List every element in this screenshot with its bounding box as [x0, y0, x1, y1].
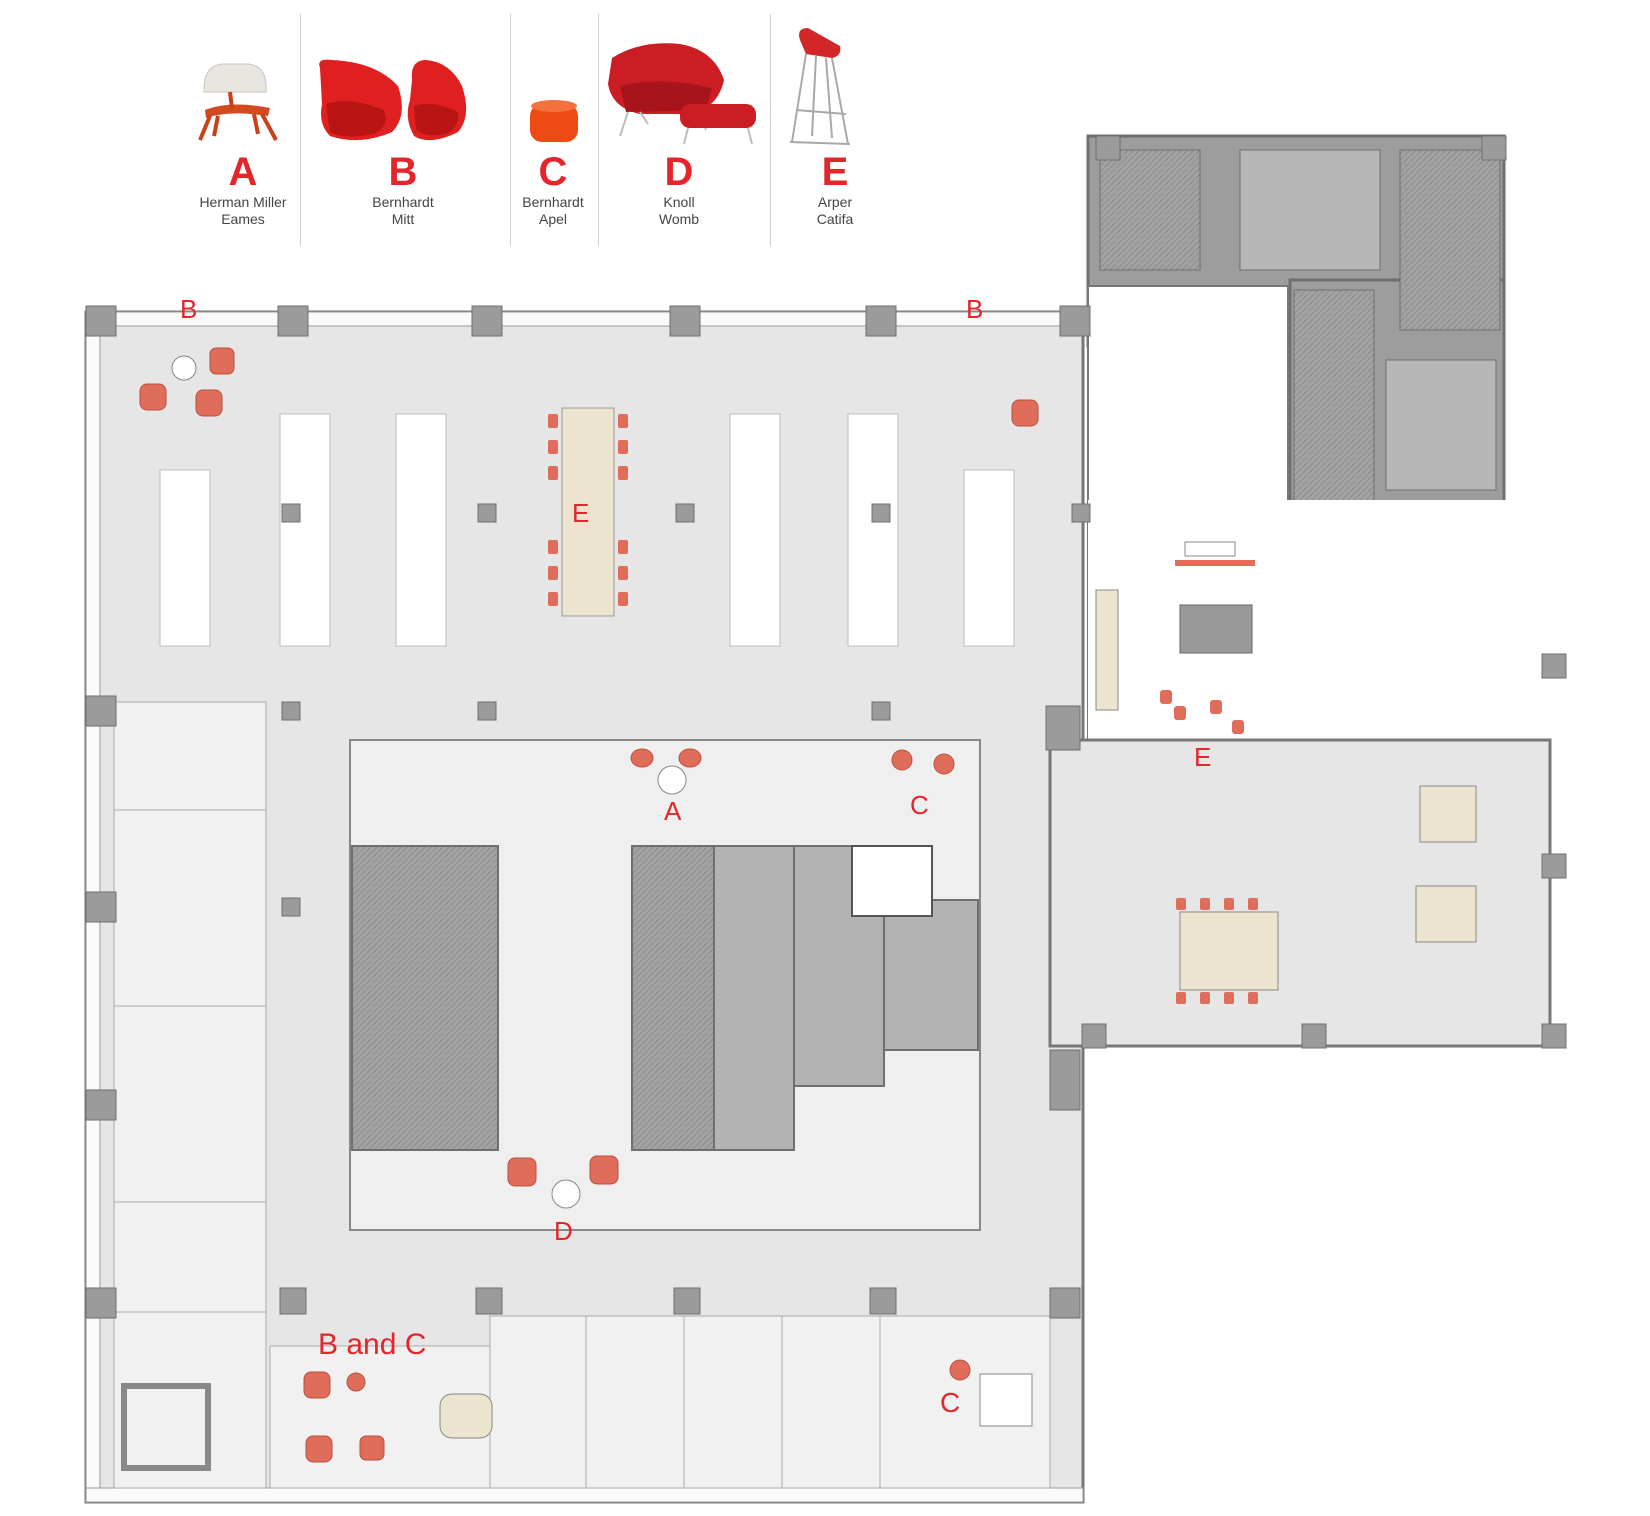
square-table: [979, 1373, 1033, 1427]
legend-item-d: D Knoll Womb: [604, 150, 754, 228]
restroom-east: [1385, 359, 1497, 491]
meeting-table: [1415, 885, 1477, 943]
legend-maker: Bernhardt: [372, 194, 434, 210]
legend-divider: [300, 14, 301, 246]
legend-item-b: B Bernhardt Mitt: [328, 150, 478, 228]
stair-east: [1399, 149, 1501, 331]
legend-chair-illustrations: [198, 28, 851, 145]
catifa-chairs: [548, 414, 628, 606]
elevator-bank-west: [351, 845, 499, 1151]
legend-model: Catifa: [816, 211, 854, 227]
legend-divider: [510, 14, 511, 246]
legend-divider: [598, 14, 599, 246]
stair-central: [713, 845, 795, 1151]
pantry-catifa-chairs: [1160, 690, 1258, 1004]
legend-letter: D: [664, 150, 694, 194]
legend-item-e: E Arper Catifa: [760, 150, 910, 228]
legend-letter: C: [538, 150, 568, 194]
legend-model: Apel: [538, 211, 568, 227]
private-offices-west: [113, 701, 267, 1489]
perimeter-window-band: [85, 311, 1084, 327]
side-table: [551, 1179, 581, 1209]
apel-poufs: [346, 749, 971, 1392]
legend-maker: Bernhardt: [522, 194, 584, 210]
core-opening: [851, 845, 933, 917]
mitt-chairs: [139, 347, 1039, 1463]
conference-table: [1179, 911, 1279, 991]
legend-divider: [770, 14, 771, 246]
eames-chairs: [630, 748, 702, 768]
legend-letter: B: [388, 150, 418, 194]
legend-model: Eames: [221, 211, 265, 227]
perimeter-window-band: [85, 1487, 1084, 1503]
callout-e-pantry: E: [1194, 742, 1211, 772]
womb-chair-icon: [608, 43, 756, 145]
legend-letter: A: [228, 150, 258, 194]
pantry-area: [1088, 500, 1548, 746]
legend-item-c: C Bernhardt Apel: [478, 150, 628, 228]
workstation-benches: [159, 413, 1015, 647]
side-table: [171, 355, 197, 381]
restroom-east: [1239, 149, 1381, 271]
conference-table: [561, 407, 615, 617]
side-table: [657, 765, 687, 795]
callout-c-southeast: C: [940, 1387, 960, 1418]
restroom-central: [883, 899, 979, 1051]
callout-b-and-c: B and C: [318, 1328, 426, 1361]
round-table: [439, 1393, 493, 1439]
callout-d-lounge: D: [554, 1216, 573, 1246]
catifa-stool-icon: [789, 28, 851, 145]
pantry-sofa: [1179, 604, 1253, 654]
eames-chair-icon: [198, 63, 278, 141]
legend-item-a: A Herman Miller Eames: [168, 150, 318, 228]
legend-maker: Herman Miller: [199, 194, 287, 210]
callout-a-lobby: A: [664, 796, 682, 826]
apel-pouf-icon: [530, 100, 578, 142]
callout-b-northwest: B: [180, 294, 197, 324]
legend-maker: Arper: [817, 194, 853, 210]
mitt-chair-icon: [319, 59, 467, 141]
legend-model: Womb: [658, 211, 700, 227]
legend-maker: Knoll: [663, 194, 695, 210]
pantry-appliance: [1184, 541, 1236, 557]
structural-columns: [85, 135, 1567, 1319]
callout-e-conference: E: [572, 498, 589, 528]
legend-model: Mitt: [391, 211, 415, 227]
sofa: [121, 1383, 211, 1471]
elevator-bank-center: [631, 845, 715, 1151]
stair-east: [1099, 149, 1201, 271]
callout-c-lobby: C: [910, 790, 929, 820]
pantry-bench: [1095, 589, 1119, 711]
legend-letter: E: [821, 150, 849, 194]
plan-callouts: B B E A C E D B and C C: [180, 294, 1211, 1418]
private-offices-south: [269, 1315, 1051, 1489]
callout-b-northeast: B: [966, 294, 983, 324]
meeting-table: [1419, 785, 1477, 843]
pantry-counter: [1175, 560, 1255, 566]
